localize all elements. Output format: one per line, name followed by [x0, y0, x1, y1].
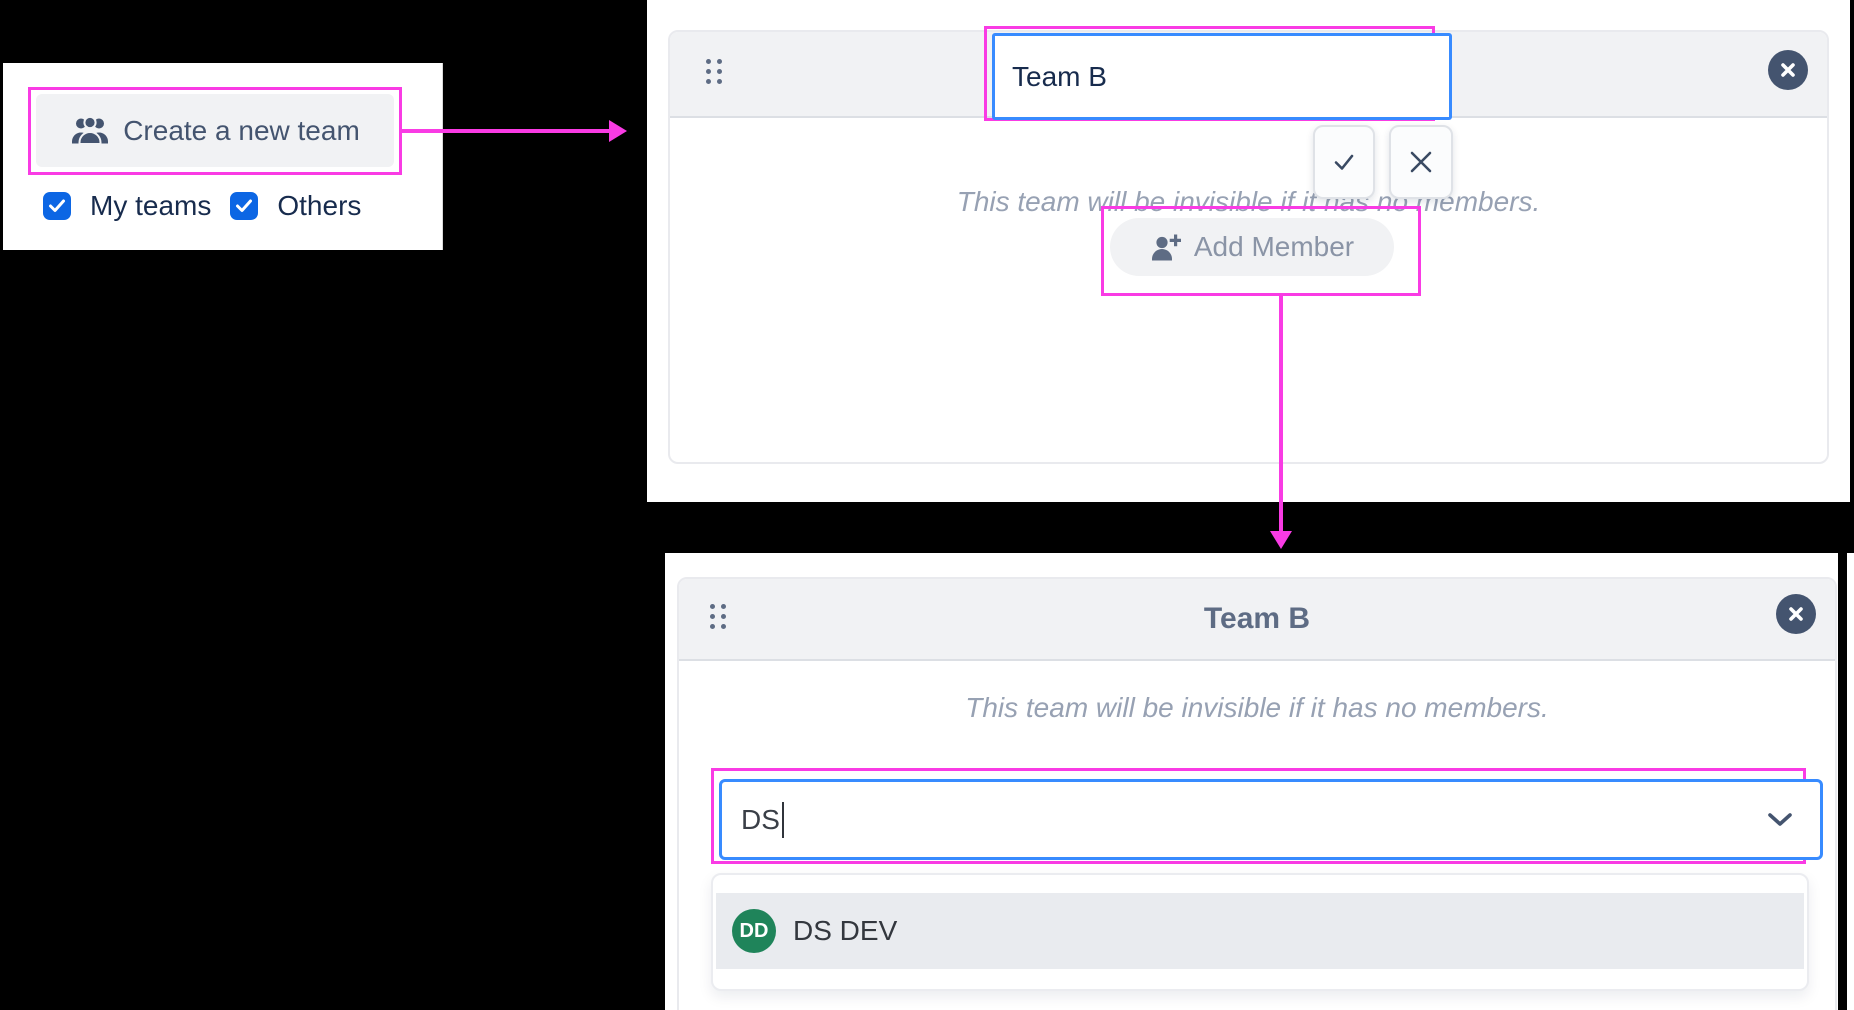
- member-search-combobox[interactable]: DS: [719, 779, 1823, 860]
- close-team-card-button[interactable]: [1776, 594, 1816, 634]
- member-avatar: DD: [732, 909, 776, 953]
- drag-handle-icon[interactable]: [710, 604, 726, 629]
- team-name-input[interactable]: Team B: [992, 33, 1452, 120]
- create-team-button[interactable]: Create a new team: [36, 94, 394, 167]
- cropped-panel-edge: [1847, 553, 1854, 1010]
- my-teams-checkbox[interactable]: [43, 192, 71, 220]
- create-team-button-label: Create a new team: [123, 114, 360, 146]
- team-title: Team B: [1203, 602, 1311, 635]
- annotation-arrow-right-head: [609, 120, 627, 142]
- team-visibility-filters: My teams Others: [43, 189, 361, 223]
- others-checkbox[interactable]: [230, 192, 259, 220]
- annotation-arrow-down-head: [1270, 531, 1292, 549]
- my-teams-checkbox-label: My teams: [90, 190, 212, 221]
- people-group-icon: [70, 115, 110, 146]
- cancel-name-button[interactable]: [1389, 125, 1453, 199]
- text-cursor: [781, 801, 785, 838]
- close-team-card-button[interactable]: [1768, 50, 1808, 90]
- member-search-value: DS: [741, 803, 780, 835]
- close-icon: [1786, 604, 1806, 624]
- empty-team-message: This team will be invisible if it has no…: [965, 692, 1549, 723]
- add-member-panel: Team B This team will be invisible if it…: [665, 553, 1838, 1010]
- team-name-input-value: Team B: [1012, 60, 1107, 92]
- team-card-editing: Team B This team will be invisible if it…: [668, 26, 1829, 464]
- team-card-header: Team B: [679, 579, 1835, 661]
- person-add-icon: [1150, 233, 1181, 262]
- confirm-name-button[interactable]: [1313, 125, 1375, 199]
- team-card-member-search: Team B This team will be invisible if it…: [677, 577, 1837, 1010]
- add-member-button[interactable]: Add Member: [1110, 218, 1394, 276]
- drag-handle-icon[interactable]: [706, 59, 722, 84]
- member-suggestion-item[interactable]: DD DS DEV: [716, 893, 1804, 969]
- annotation-arrow-down-line: [1279, 296, 1283, 532]
- teams-filter-panel: Create a new team My teams Others: [3, 63, 443, 250]
- member-suggestions-dropdown: DD DS DEV: [711, 873, 1809, 991]
- close-icon: [1778, 60, 1798, 80]
- team-edit-panel: Team B This team will be invisible if it…: [647, 0, 1850, 502]
- member-suggestion-label: DS DEV: [793, 915, 898, 946]
- add-member-highlight-box: [1101, 206, 1421, 296]
- add-member-button-label: Add Member: [1193, 231, 1355, 262]
- annotation-arrow-right-line: [400, 129, 611, 133]
- x-icon: [1408, 149, 1434, 175]
- others-checkbox-label: Others: [277, 190, 362, 221]
- chevron-down-icon[interactable]: [1766, 811, 1794, 829]
- check-icon: [1330, 150, 1358, 174]
